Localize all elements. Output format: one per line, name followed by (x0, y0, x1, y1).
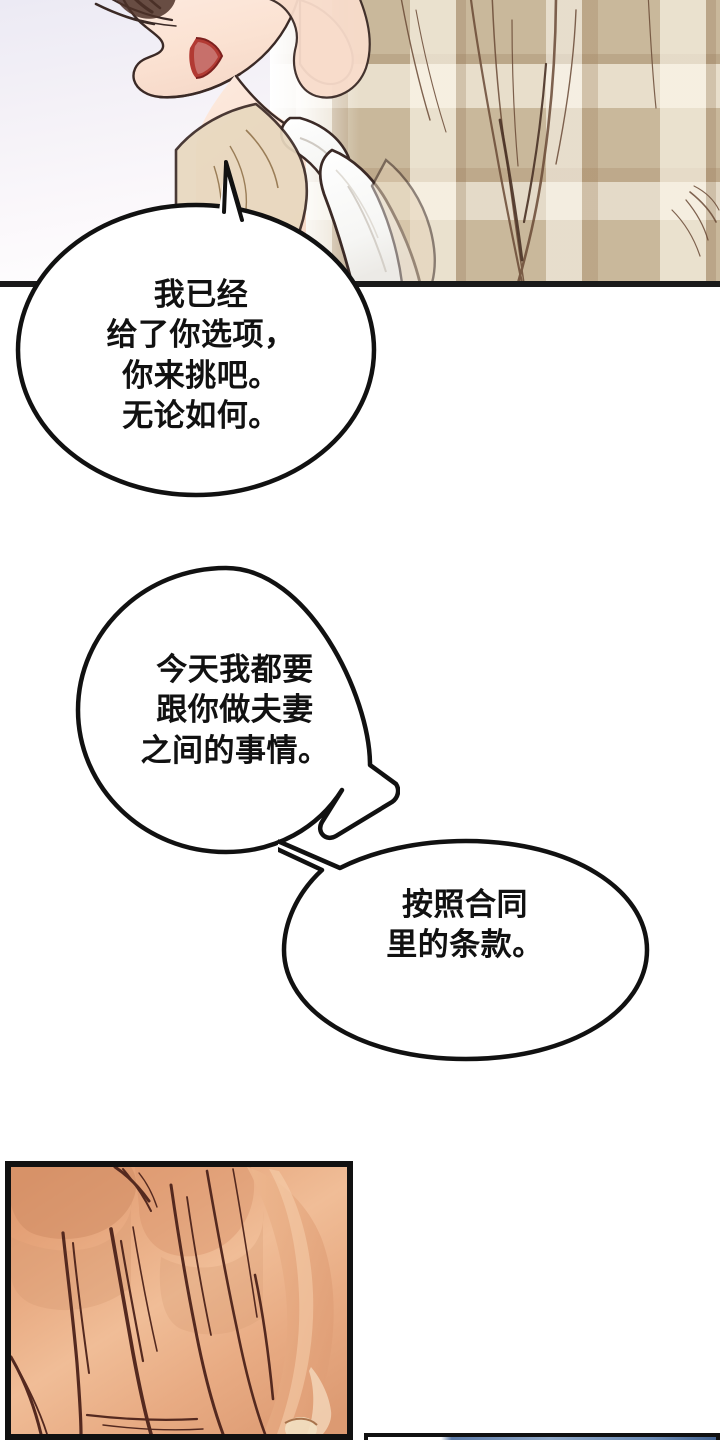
speech-bubble-3 (272, 830, 653, 1065)
speech-bubble-2-shape (75, 565, 401, 855)
speech-bubble-3-text: 按照合同 里的条款。 (386, 887, 544, 964)
speech-bubble-3-shape (272, 838, 650, 1062)
bottom-right-panel (364, 1433, 720, 1440)
bottom-left-panel-artwork (11, 1167, 347, 1434)
speech-bubble-2 (70, 560, 401, 880)
speech-bubble-2-text: 今天我都要 跟你做夫妻 之间的事情。 (140, 652, 330, 769)
speech-bubble-1-text: 我已经 给了你选项， 你来挑吧。 无论如何。 (106, 277, 296, 434)
top-panel-bottom-border (0, 281, 720, 287)
speech-bubble-1-shape (15, 160, 377, 498)
bottom-left-panel (5, 1161, 353, 1440)
speech-bubble-1 (12, 160, 392, 530)
